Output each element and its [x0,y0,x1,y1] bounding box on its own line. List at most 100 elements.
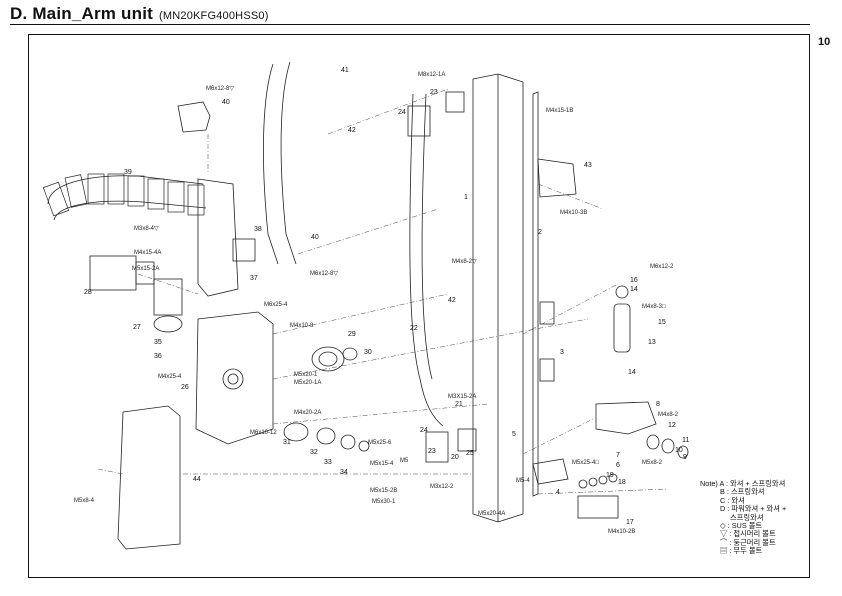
callout-8: 8 [656,401,660,408]
part-label-m5x15-2a: M5x15-2A [132,266,159,272]
callout-40-lower: 40 [311,234,319,241]
page-number: 10 [818,36,831,48]
callout-26: 26 [181,384,189,391]
block-7 [595,401,657,435]
callout-22: 22 [410,325,418,332]
note-d-cont: 스프링와셔 [730,512,764,522]
cylinder-13 [613,303,631,353]
part-label-m4x8-2-upper: M4x8-2▽ [452,259,477,265]
part-label-m6x10-12: M6x10-12 [250,430,277,436]
callout-14-lower: 14 [628,369,636,376]
callout-3: 3 [560,349,564,356]
callout-23-top: 23 [430,89,438,96]
callout-39: 39 [124,169,132,176]
belt-22 [409,93,444,427]
part-label-m6x12-8-lower: M6x12-8▽ [310,271,338,277]
part-label-m5x20-1: M5x20-1 [294,372,318,378]
part-label-m8x12-1a: M8x12-1A [418,72,445,78]
part-label-m4x8-3: M4x8-3□ [642,304,666,310]
part-label-m4x10-2b: M4x10-2B [608,529,635,535]
note-sus-bolt: ◇ : SUS 볼트 [720,521,763,531]
callout-27: 27 [133,324,141,331]
cover-44 [117,405,181,550]
callout-9: 9 [683,454,687,461]
part-label-m6x12-2: M6x12-2 [650,264,674,270]
notes-legend: Note) A : 와셔 + 스프링와셔 B : 스프링와셔 C : 와셔 D … [700,479,787,556]
callout-10: 10 [675,447,683,454]
part-label-m4x10-8: M4x10-8 [290,323,314,329]
motor-28 [89,255,137,291]
drawing-lines [42,61,689,550]
exploded-view-drawing: 1 2 3 4 5 6 7 8 9 10 11 12 13 14 15 16 1… [42,61,689,550]
callout-44: 44 [193,476,201,483]
plate-37 [197,178,239,297]
callout-4: 4 [556,489,560,496]
callout-33: 33 [324,459,332,466]
part-label-m3x15-2a: M3X15-2A [448,394,476,400]
callout-5: 5 [512,431,516,438]
callout-15: 15 [658,319,666,326]
part-label-m3x12-2: M3x12-2 [430,484,454,490]
part-label-m5x8-2: M5x8-2 [642,460,663,466]
callout-24-top: 24 [398,109,406,116]
callout-31: 31 [283,439,291,446]
part-label-m4x10-3b: M4x10-3B [560,210,587,216]
page-title: D. Main_Arm unit (MN20KFG400HSS0) [10,4,269,24]
part-label-m5x20-1a: M5x20-1A [294,380,321,386]
callout-6: 6 [616,462,620,469]
cable-chain-39 [47,175,204,205]
callout-11: 11 [682,437,689,444]
callout-42-lower: 42 [448,297,456,304]
callout-23-lower: 23 [428,448,436,455]
title-text: D. Main_Arm unit [10,4,153,23]
manifold-17 [577,495,619,519]
callout-24-lower: 24 [420,427,428,434]
part-label-m4x25-4: M4x25-4 [158,374,182,380]
note-headless-bolt: ▤ : 무두 볼트 [720,546,763,556]
callout-2: 2 [538,229,542,236]
bracket-40 [177,101,211,133]
note-a: Note) A : 와셔 + 스프링와셔 [700,479,786,488]
callout-30: 30 [364,349,372,356]
callout-12: 12 [668,422,676,429]
part-label-m4x15-4a: M4x15-4A [134,250,161,256]
part-label-m5x8-4: M5x8-4 [74,498,95,504]
part-label-m4x15-1b: M4x15-1B [546,108,573,114]
part-label-m5: M5 [400,458,409,464]
note-d: D : 파워와셔 + 와셔 + [720,504,787,514]
callout-25: 25 [466,450,474,457]
part-label-m4x8-2-right: M4x8-2 [658,412,679,418]
callout-21: 21 [455,401,463,408]
callout-43: 43 [584,162,592,169]
part-label-m5x30-1: M5x30-1 [372,499,396,505]
callout-20: 20 [451,454,459,461]
callout-41: 41 [341,67,349,74]
callout-36: 36 [154,353,162,360]
base-plate-26 [195,311,274,445]
callout-34: 34 [340,469,348,476]
assembly-lines [97,88,669,495]
callout-37: 37 [250,275,258,282]
note-c: C : 와셔 [720,495,745,505]
callout-17: 17 [626,519,634,526]
part-label-m5-4: M5-4 [516,478,530,484]
part-label-m6x25-4: M6x25-4 [264,302,288,308]
part-label-m5x15-2b: M5x15-2B [370,488,397,494]
callout-40-top: 40 [222,99,230,106]
callout-1: 1 [464,194,468,201]
drawing-frame [28,34,810,578]
model-code: (MN20KFG400HSS0) [159,10,269,22]
callout-18: 18 [618,479,626,486]
rail-2 [532,91,539,497]
part-label-m3x8: M3x8-4▽ [134,226,159,232]
callout-35: 35 [154,339,162,346]
part-label-m5x25-6: M5x25-6 [368,440,392,446]
callout-32: 32 [310,449,318,456]
callout-7: 7 [616,452,620,459]
callout-19: 19 [606,472,614,479]
callout-16: 16 [630,277,638,284]
title-rule [10,24,810,25]
part-label-m5x25-4: M5x25-4□ [572,460,599,466]
part-label-m4x20-2a: M4x20-2A [294,410,321,416]
note-b: B : 스프링와셔 [720,487,765,497]
